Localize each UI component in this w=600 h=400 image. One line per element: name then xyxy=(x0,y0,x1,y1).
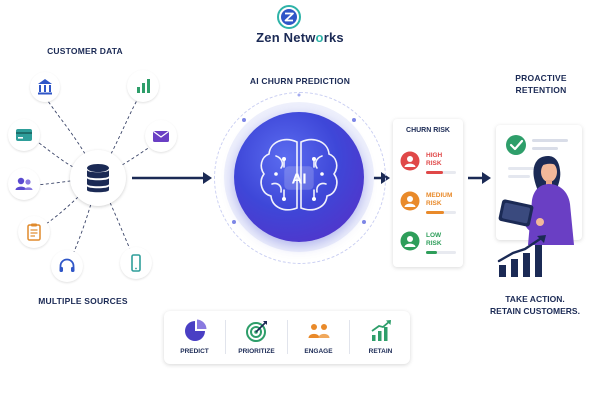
avatar-icon xyxy=(400,231,420,251)
step-divider xyxy=(287,320,288,354)
ai-churn-prediction-title: AI CHURN PREDICTION xyxy=(249,76,351,86)
risk-bar-medium xyxy=(426,211,456,214)
source-clipboard xyxy=(18,216,50,248)
ai-brain-circle: AI xyxy=(234,112,364,242)
ai-halo-outer xyxy=(214,92,386,264)
risk-line: LOW xyxy=(426,232,442,239)
brain-icon: AI xyxy=(260,138,338,211)
source-credit-card xyxy=(8,119,40,151)
steps-panel: PREDICT PRIORITIZE ENGAGE RETAIN xyxy=(164,311,410,364)
brand-name: Zen Networks xyxy=(256,30,344,45)
proactive-retention-title: PROACTIVE RETENTION xyxy=(486,72,596,96)
credit-card-icon xyxy=(16,129,32,141)
source-mail xyxy=(145,120,177,152)
database-icon xyxy=(87,164,109,193)
step-divider xyxy=(349,320,350,354)
caption-line: TAKE ACTION. xyxy=(505,294,565,304)
growth-chart-icon xyxy=(497,235,546,277)
source-bar-chart xyxy=(127,70,159,102)
halo-dots xyxy=(232,93,366,224)
smartphone-icon xyxy=(131,254,141,272)
risk-line: HIGH xyxy=(426,152,443,159)
step-engage: ENGAGE xyxy=(288,311,349,364)
step-retain: RETAIN xyxy=(350,311,411,364)
risk-line: MEDIUM xyxy=(426,192,453,199)
step-label: PRIORITIZE xyxy=(238,348,275,355)
risk-bar-low xyxy=(426,251,456,254)
proactive-line: PROACTIVE xyxy=(515,73,567,83)
risk-bar-fill xyxy=(426,171,443,174)
source-headset xyxy=(51,250,83,282)
database-hub xyxy=(70,150,126,206)
bank-icon xyxy=(38,79,52,95)
headset-icon xyxy=(59,258,75,272)
step-label: RETAIN xyxy=(368,348,393,355)
mail-icon xyxy=(153,131,169,142)
users-icon xyxy=(15,177,33,190)
users-icon xyxy=(308,324,330,338)
z-logo-icon xyxy=(277,5,301,29)
source-bank xyxy=(30,72,60,102)
risk-line: RISK xyxy=(426,160,442,167)
step-label: ENGAGE xyxy=(304,348,333,355)
risk-line: RISK xyxy=(426,240,442,247)
source-users xyxy=(8,168,40,200)
multiple-sources-title: MULTIPLE SOURCES xyxy=(38,296,128,306)
risk-bar-high xyxy=(426,171,456,174)
source-smartphone xyxy=(120,247,152,279)
retention-card-content xyxy=(506,135,568,178)
risk-line: RISK xyxy=(426,200,442,207)
take-action-caption: TAKE ACTION. RETAIN CUSTOMERS. xyxy=(470,293,600,317)
risk-bar-fill xyxy=(426,211,444,214)
step-predict: PREDICT xyxy=(164,311,225,364)
person-with-tablet-icon xyxy=(498,156,574,245)
risk-bar-fill xyxy=(426,251,437,254)
churn-risk-title: CHURN RISK xyxy=(406,127,450,134)
pie-chart-icon xyxy=(185,319,207,341)
target-icon xyxy=(246,321,267,342)
step-label: PREDICT xyxy=(180,348,209,355)
growth-chart-icon xyxy=(371,320,391,341)
customer-data-title: CUSTOMER DATA xyxy=(47,46,123,56)
caption-line: RETAIN CUSTOMERS. xyxy=(490,306,580,316)
retention-line: RETENTION xyxy=(515,85,567,95)
avatar-icon xyxy=(400,151,420,171)
bar-chart-icon xyxy=(137,79,150,93)
check-icon xyxy=(506,135,526,155)
avatar-icon xyxy=(400,191,420,211)
step-prioritize: PRIORITIZE xyxy=(226,311,287,364)
clipboard-icon xyxy=(27,223,41,241)
step-divider xyxy=(225,320,226,354)
ai-label: AI xyxy=(292,171,307,188)
